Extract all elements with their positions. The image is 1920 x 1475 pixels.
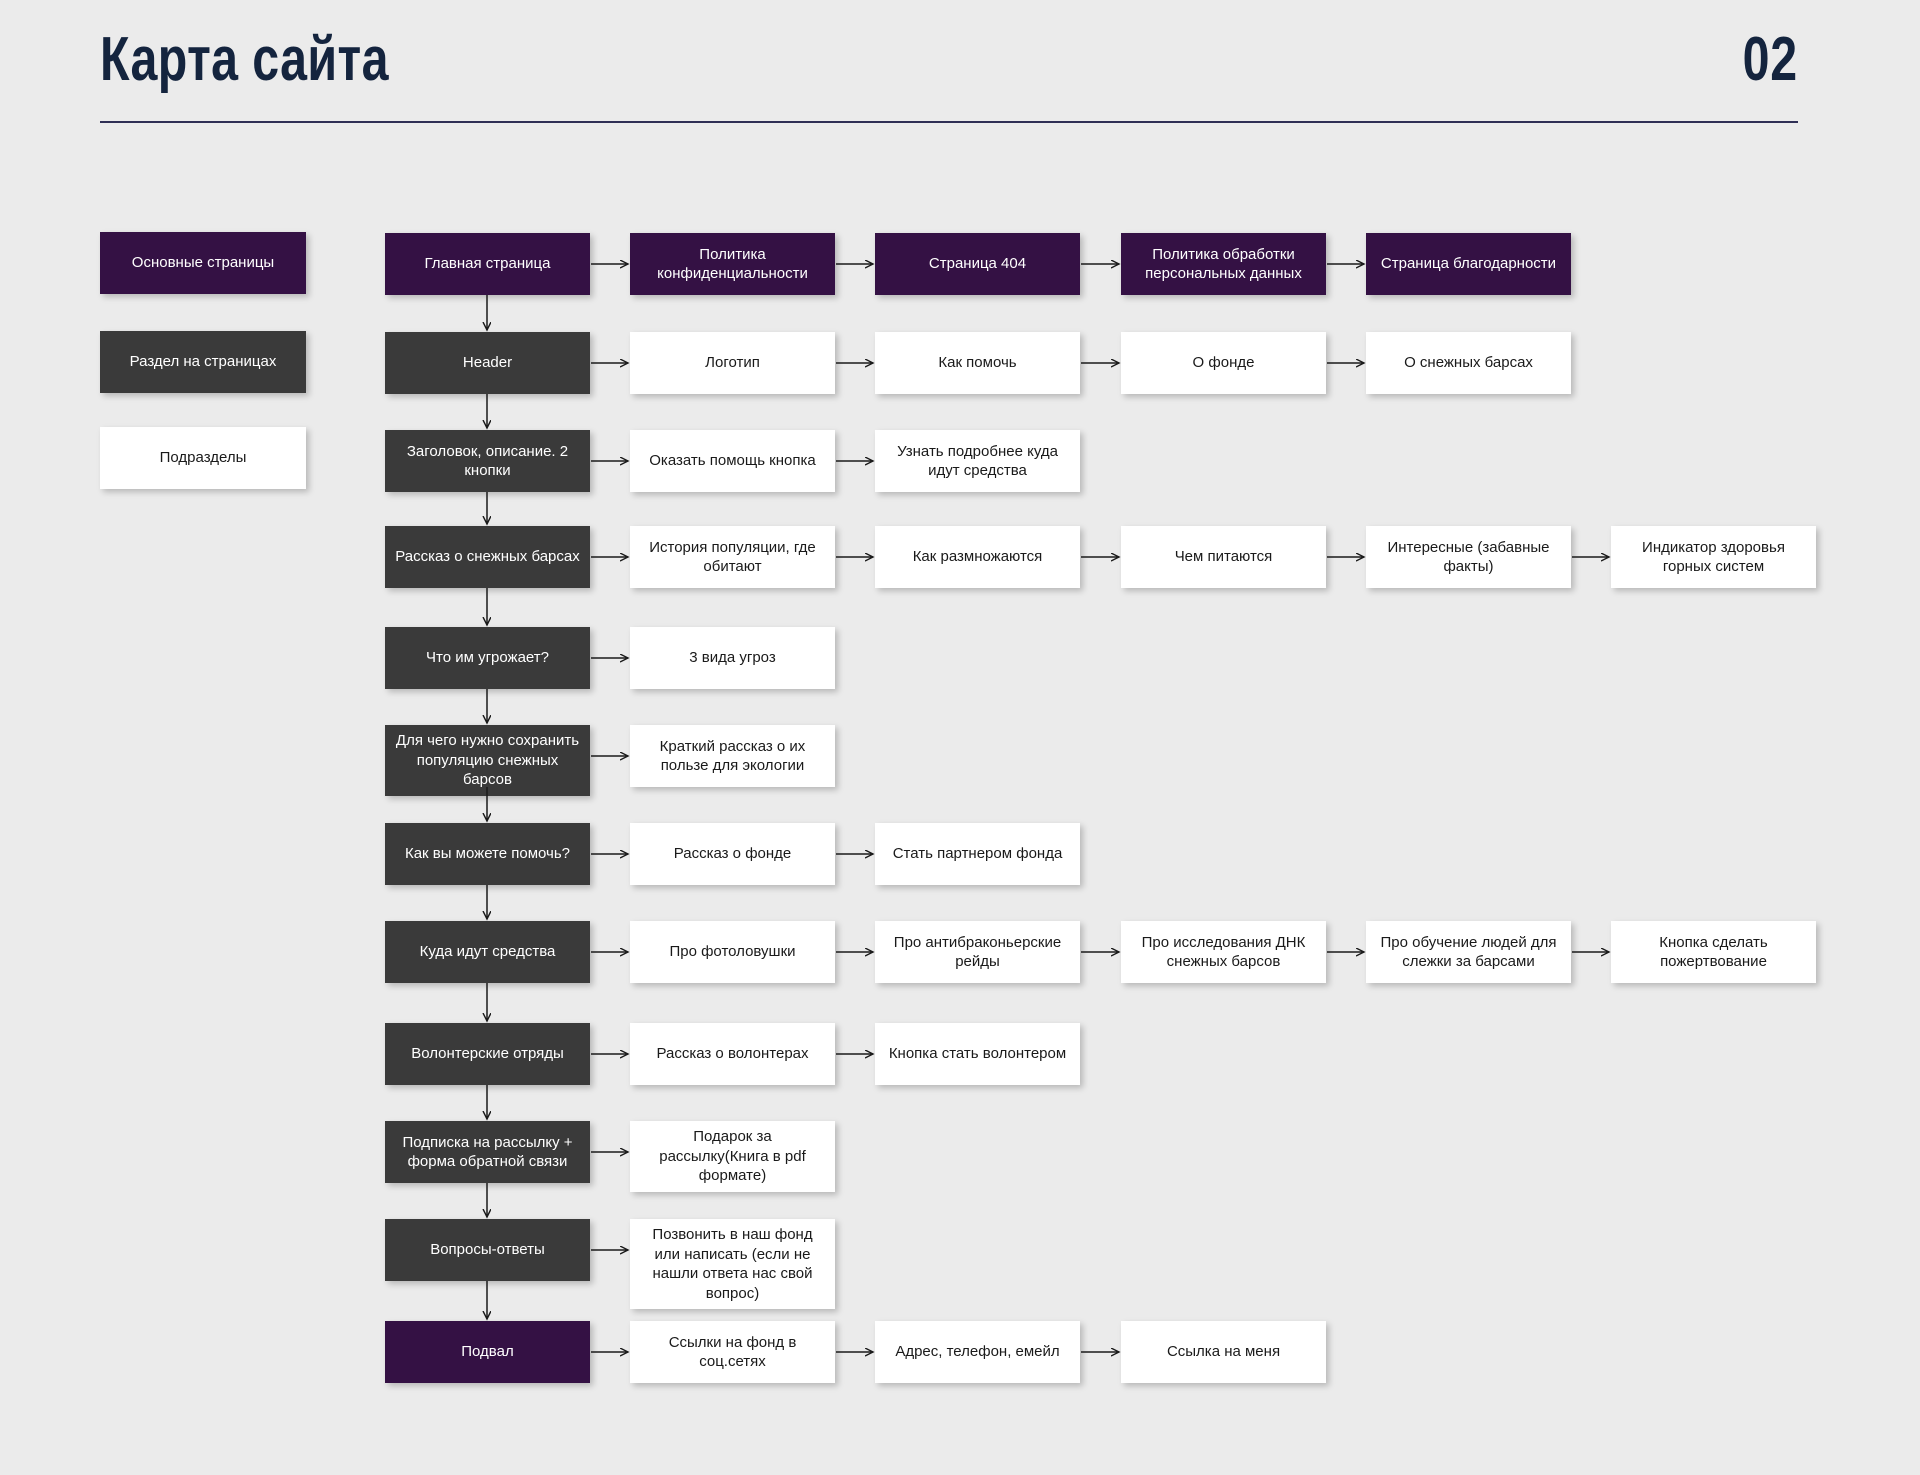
flow-node: О снежных барсах — [1366, 332, 1571, 394]
flow-node: Как помочь — [875, 332, 1080, 394]
page-title: Карта сайта — [100, 25, 389, 94]
flow-node: Подвал — [385, 1321, 590, 1383]
flow-node: Как вы можете помочь? — [385, 823, 590, 885]
flow-node: Индикатор здоровья горных систем — [1611, 526, 1816, 588]
flow-node: Страница благодарности — [1366, 233, 1571, 295]
flow-node: Оказать помощь кнопка — [630, 430, 835, 492]
flow-node: Страница 404 — [875, 233, 1080, 295]
flow-node: Узнать подробнее куда идут средства — [875, 430, 1080, 492]
flow-node: Заголовок, описание. 2 кнопки — [385, 430, 590, 492]
flow-node: Про антибраконьерские рейды — [875, 921, 1080, 983]
flow-node: Интересные (забавные факты) — [1366, 526, 1571, 588]
flow-node: 3 вида угроз — [630, 627, 835, 689]
flow-node: Стать партнером фонда — [875, 823, 1080, 885]
flow-node: Логотип — [630, 332, 835, 394]
flow-node: Вопросы-ответы — [385, 1219, 590, 1281]
flow-node: Кнопка стать волонтером — [875, 1023, 1080, 1085]
flow-node: Что им угрожает? — [385, 627, 590, 689]
flow-node: Ссылки на фонд в соц.сетях — [630, 1321, 835, 1383]
flow-node: Чем питаются — [1121, 526, 1326, 588]
flow-node: Про фотоловушки — [630, 921, 835, 983]
flow-node: Рассказ о снежных барсах — [385, 526, 590, 588]
flow-node: Ссылка на меня — [1121, 1321, 1326, 1383]
flow-node: Позвонить в наш фонд или написать (если … — [630, 1219, 835, 1309]
flow-node: Про обучение людей для слежки за барсами — [1366, 921, 1571, 983]
flow-node: Как размножаются — [875, 526, 1080, 588]
flow-node: История популяции, где обитают — [630, 526, 835, 588]
flow-node: Главная страница — [385, 233, 590, 295]
flow-node: Политика конфиденциальности — [630, 233, 835, 295]
flow-node: Краткий рассказ о их пользе для экологии — [630, 725, 835, 787]
flow-node: Рассказ о фонде — [630, 823, 835, 885]
flow-node: Про исследования ДНК снежных барсов — [1121, 921, 1326, 983]
flow-node: Куда идут средства — [385, 921, 590, 983]
flow-node: О фонде — [1121, 332, 1326, 394]
flow-node: Header — [385, 332, 590, 394]
flow-node: Рассказ о волонтерах — [630, 1023, 835, 1085]
page-number: 02 — [1742, 25, 1798, 94]
flow-node: Для чего нужно сохранить популяцию снежн… — [385, 725, 590, 796]
legend-item-main-pages: Основные страницы — [100, 232, 306, 294]
flow-node: Волонтерские отряды — [385, 1023, 590, 1085]
legend-item-subsections: Подразделы — [100, 427, 306, 489]
flow-node: Адрес, телефон, емейл — [875, 1321, 1080, 1383]
title-divider — [100, 121, 1798, 123]
legend-item-sections: Раздел на страницах — [100, 331, 306, 393]
flow-node: Подарок за рассылку(Книга в pdf формате) — [630, 1121, 835, 1192]
flow-node: Политика обработки персональных данных — [1121, 233, 1326, 295]
flow-node: Подписка на рассылку + форма обратной св… — [385, 1121, 590, 1183]
flow-node: Кнопка сделать пожертвование — [1611, 921, 1816, 983]
